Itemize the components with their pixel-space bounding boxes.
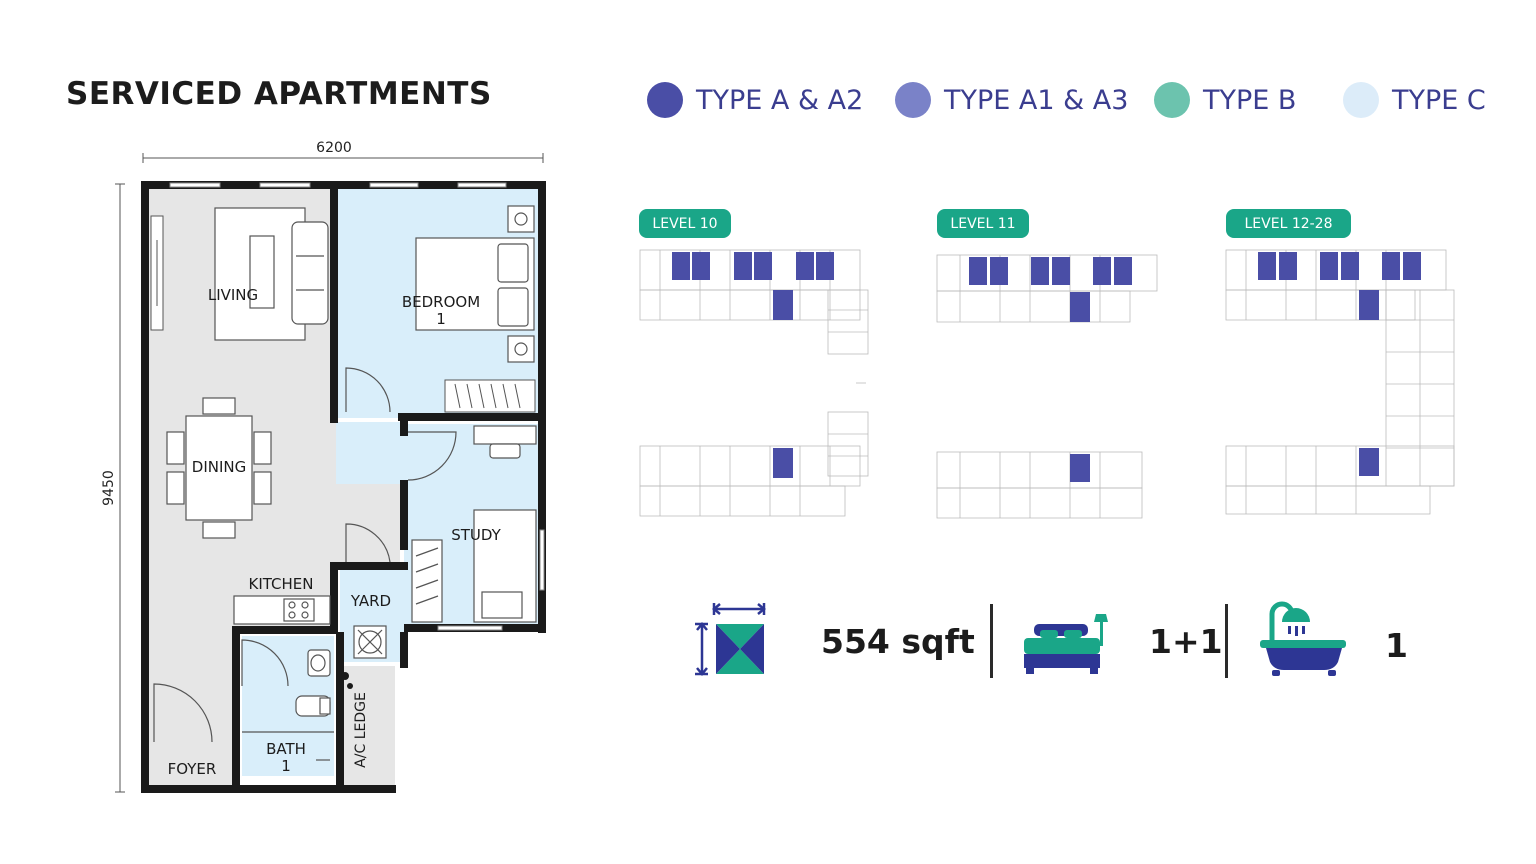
legend-label: TYPE A1 & A3 xyxy=(944,84,1129,116)
yard-label: YARD xyxy=(350,592,391,610)
legend-swatch xyxy=(1154,82,1190,118)
bath-door xyxy=(241,639,289,687)
bathtub-icon xyxy=(1260,601,1346,676)
level-12-28-pill: LEVEL 12-28 xyxy=(1226,209,1351,238)
bedroom-label: BEDROOM xyxy=(402,293,480,311)
washer xyxy=(353,625,387,659)
bath-fixtures xyxy=(242,649,334,761)
sofa-set xyxy=(214,207,329,341)
legend-item-type-b: TYPE B xyxy=(1154,80,1296,120)
main-door xyxy=(153,683,213,743)
wardrobe xyxy=(444,379,536,413)
bed-icon xyxy=(1024,614,1108,674)
legend-label: TYPE B xyxy=(1203,84,1297,116)
legend-swatch xyxy=(647,82,683,118)
kitchen-label: KITCHEN xyxy=(249,575,314,593)
stats-divider xyxy=(1225,604,1228,678)
study-furniture xyxy=(411,425,537,623)
study-door xyxy=(407,431,457,481)
living-area-floor xyxy=(148,188,400,792)
bed xyxy=(415,205,535,363)
bathrooms-value: 1 xyxy=(1385,626,1408,665)
legend-item-type-c: TYPE C xyxy=(1343,80,1486,120)
width-dimension-label: 6200 xyxy=(316,140,352,156)
keyplan-level-11-units xyxy=(969,257,1132,482)
legend-item-type-a1-a3: TYPE A1 & A3 xyxy=(895,80,1128,120)
legend-label: TYPE A & A2 xyxy=(696,84,864,116)
walls xyxy=(141,181,546,793)
kitchen-counter xyxy=(233,595,331,625)
bedroom-number: 1 xyxy=(436,310,446,328)
yard-door xyxy=(345,523,391,563)
legend-swatch xyxy=(1343,82,1379,118)
legend-item-type-a-a2: TYPE A & A2 xyxy=(647,80,863,120)
keyplan-level-12-28-units xyxy=(1258,252,1421,476)
stats-divider xyxy=(990,604,993,678)
bedroom-door xyxy=(345,367,391,413)
ac-unit-dot xyxy=(341,672,349,680)
level-11-pill: LEVEL 11 xyxy=(937,209,1029,238)
legend-label: TYPE C xyxy=(1392,84,1486,116)
living-label: LIVING xyxy=(208,286,258,304)
level-10-pill: LEVEL 10 xyxy=(639,209,731,238)
area-value: 554 sqft xyxy=(821,622,975,661)
keyplan-level-12-28 xyxy=(1225,249,1455,515)
study-label: STUDY xyxy=(451,526,501,544)
bath-label: BATH xyxy=(266,740,306,758)
floor-plan: 6200 9450 xyxy=(101,140,546,793)
foyer-label: FOYER xyxy=(168,760,217,778)
ac-unit-dot xyxy=(347,683,353,689)
dining-label: DINING xyxy=(192,458,246,476)
windows xyxy=(169,182,545,631)
height-dimension-label: 9450 xyxy=(101,470,117,506)
width-dimension xyxy=(142,153,544,163)
ac-ledge-label: A/C LEDGE xyxy=(353,692,369,768)
keyplan-level-11 xyxy=(936,254,1158,519)
bedrooms-value: 1+1 xyxy=(1149,622,1223,661)
height-dimension xyxy=(115,183,125,793)
area-icon xyxy=(695,603,766,676)
keyplan-level-10 xyxy=(639,249,869,517)
legend-swatch xyxy=(895,82,931,118)
page-title: SERVICED APARTMENTS xyxy=(66,76,492,112)
bath-number: 1 xyxy=(281,757,291,775)
keyplan-level-10-units xyxy=(672,252,834,478)
dining-set xyxy=(166,397,272,539)
entry-floor xyxy=(336,422,406,484)
